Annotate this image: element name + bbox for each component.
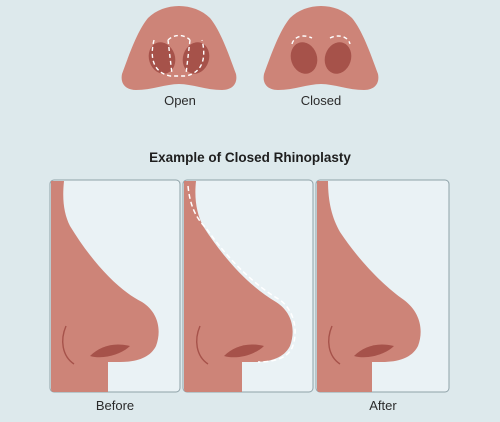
incision-line-open (151, 34, 205, 77)
closed-label: Closed (300, 93, 342, 108)
diagram-title: Example of Closed Rhinoplasty (149, 150, 351, 165)
incision-line-closed (291, 35, 351, 45)
panel-procedure (182, 179, 314, 393)
after-label: After (369, 398, 397, 413)
before-label: Before (95, 398, 135, 413)
nose-base-closed (263, 6, 379, 90)
open-label: Open (164, 93, 196, 108)
panel-before (49, 179, 181, 393)
nose-base-open (121, 6, 237, 90)
panel-after (315, 179, 450, 393)
